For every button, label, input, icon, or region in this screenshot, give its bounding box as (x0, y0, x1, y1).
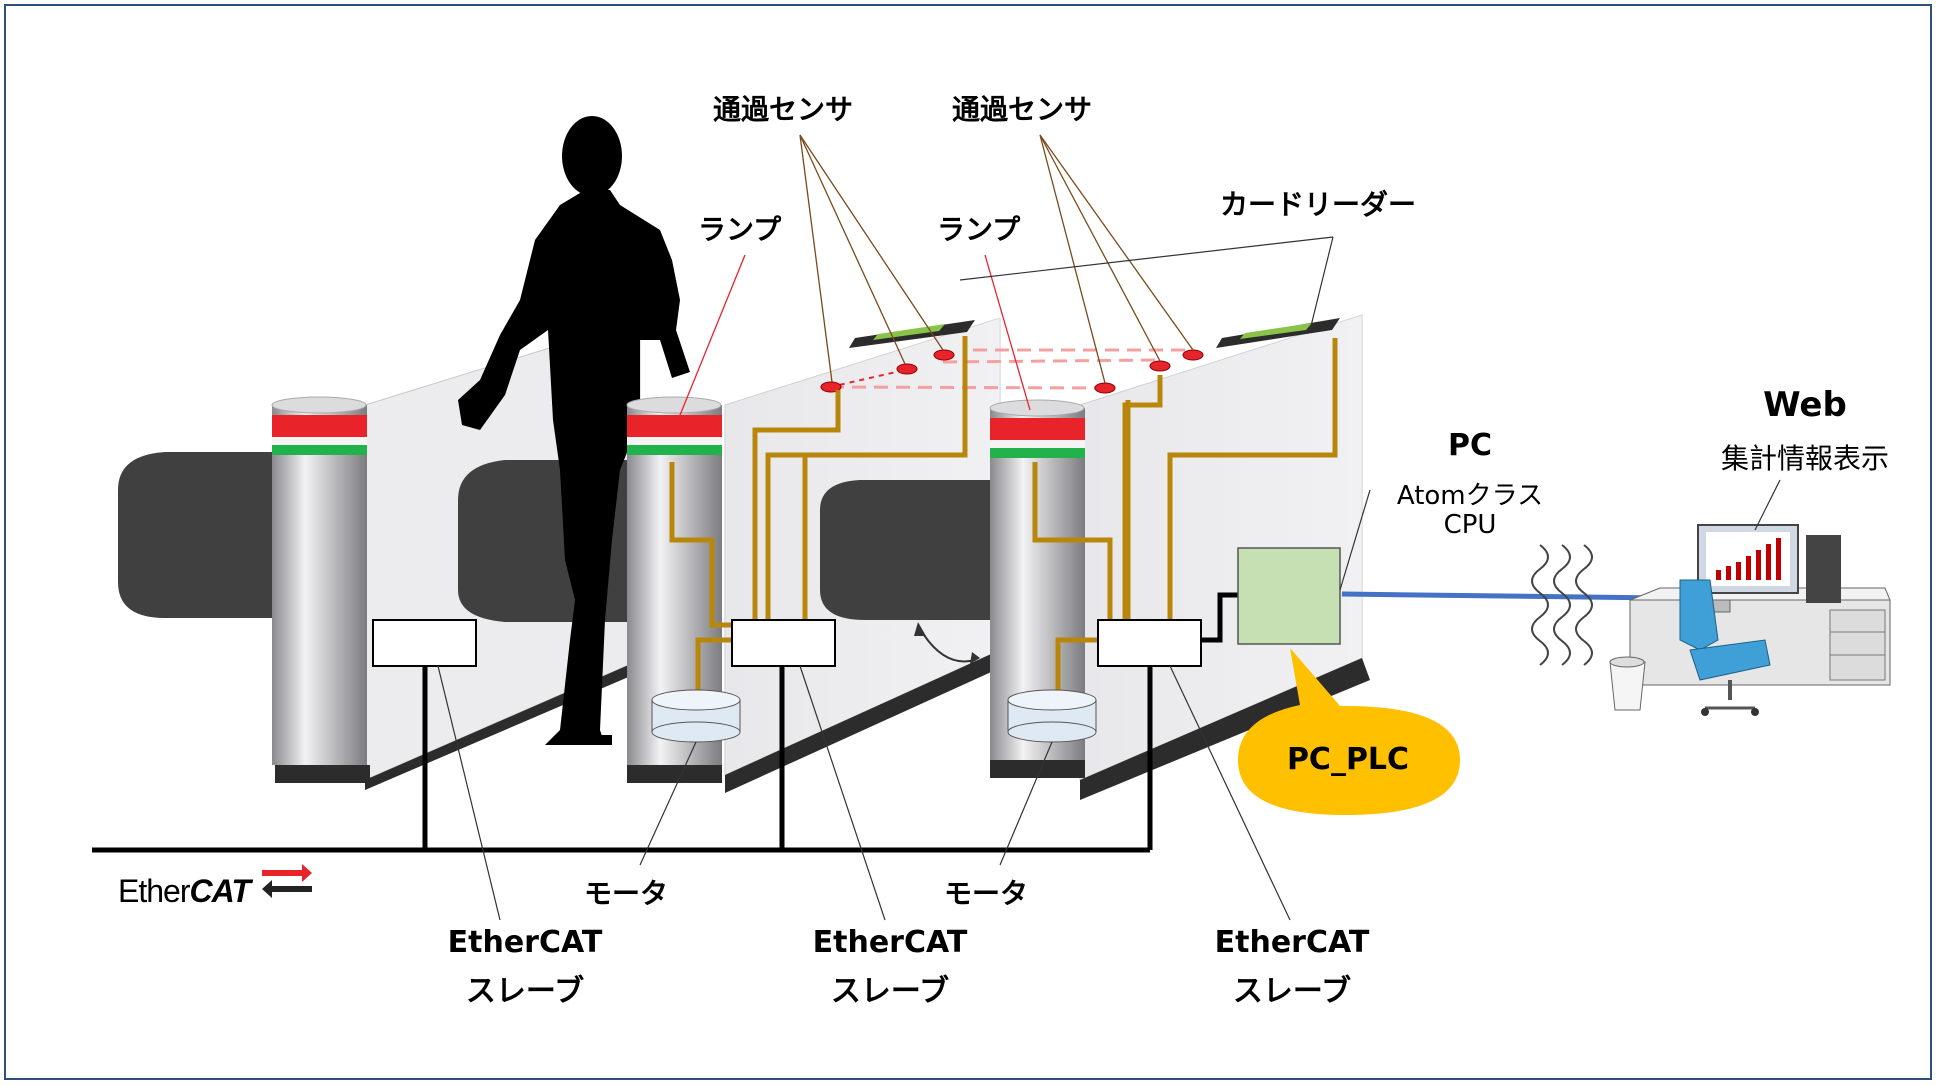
internal-wiring (669, 336, 1338, 702)
label-sensor-1: 通過センサ (713, 93, 854, 126)
label-lamp-1: ランプ (698, 213, 782, 246)
lan-cable (1341, 591, 1661, 601)
logo-ether: Ether (118, 873, 190, 909)
label-card-reader: カードリーダー (1220, 188, 1417, 221)
label-plc: PC_PLC (1286, 742, 1410, 777)
plc-callout (1238, 648, 1460, 815)
label-pc-line1: Atomクラス (1396, 481, 1544, 511)
label-pc-title: PC (1447, 428, 1492, 463)
label-sensor-2: 通過センサ (952, 93, 1093, 126)
wireless-waves (1531, 544, 1593, 666)
pillar-1 (271, 396, 370, 783)
label-slave-3-line2: スレーブ (1232, 974, 1352, 1009)
ethercat-slave-box-2 (731, 619, 836, 667)
leader-lines (799, 134, 1194, 384)
label-slave-2-line2: スレーブ (830, 974, 950, 1009)
leader-lines-lamp (677, 254, 1031, 421)
motor-2 (1007, 689, 1097, 743)
ethercat-slave-box-3 (1097, 619, 1202, 667)
rotation-arrow (921, 631, 976, 663)
label-pc-line2: CPU (1443, 510, 1497, 540)
label-slave-3-line1: EtherCAT (1214, 925, 1370, 960)
label-motor-2: モータ (944, 877, 1029, 910)
label-motor-1: モータ (584, 877, 669, 910)
motor-1 (651, 689, 741, 743)
logo-cat: CAT (189, 873, 250, 909)
sensor-pucks (820, 349, 1204, 394)
label-web-sub: 集計情報表示 (1720, 442, 1889, 475)
diagram-frame (4, 4, 1932, 1080)
label-web-title: Web (1763, 385, 1847, 425)
ethercat-slave-box-1 (372, 619, 477, 667)
person-silhouette (458, 116, 690, 745)
label-slave-1-line1: EtherCAT (447, 925, 603, 960)
label-slave-1-line2: スレーブ (465, 974, 585, 1009)
label-lamp-2: ランプ (937, 213, 1021, 246)
workstation-illustration (1609, 524, 1891, 716)
leader-lines-other (437, 236, 1781, 921)
ethercat-logo: EtherCAT (118, 872, 251, 910)
flap-right (820, 480, 1000, 620)
ethercat-bus (92, 592, 1240, 853)
pc-box (1237, 547, 1341, 645)
ethercat-logo-arrows (262, 864, 312, 898)
label-slave-2-line1: EtherCAT (812, 925, 968, 960)
flap-left (118, 452, 275, 618)
